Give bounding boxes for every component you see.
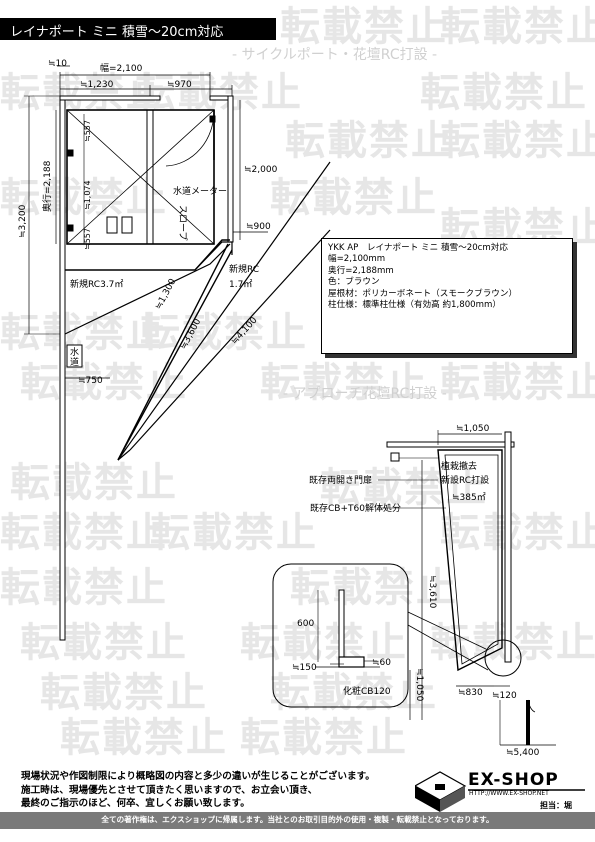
new-rc-label: 新規RC: [229, 263, 259, 275]
logo-name: EX-SHOP: [468, 770, 559, 790]
area-label: ≒385㎡: [452, 492, 486, 503]
block-label: 化粧CB120: [343, 685, 391, 697]
approach-right-wall: [504, 431, 512, 663]
new-rc-area-outline: [65, 239, 230, 271]
approach-top-wall: [386, 441, 515, 448]
new-rc-area-label: 1.7㎡: [229, 279, 252, 290]
dim-label-150: ≒150: [292, 663, 317, 673]
dim-label-1230: ≒1,230: [80, 80, 114, 90]
water-meter-box: [106, 216, 118, 234]
page-title: レイナポート ミニ 積雪～20cm対応: [10, 25, 224, 40]
wall-demolish-label: 既存CB+T60解体処分: [310, 502, 401, 514]
section-title-approach: - アプローチ花壇RC打設 -: [283, 386, 447, 402]
detail-callout-circle: [484, 639, 522, 677]
dim-label-900: ≒900: [246, 222, 271, 232]
walkway-edge: [64, 243, 231, 335]
water-meter-box: [121, 216, 133, 234]
inner-post: [146, 109, 154, 245]
planter-outline: [437, 449, 503, 672]
walkway-edge: [117, 161, 331, 461]
spec-color: 色：ブラウン: [328, 277, 380, 288]
top-wall-left: [59, 95, 161, 101]
water-label: 水: [70, 346, 79, 358]
detail-block: [338, 656, 365, 668]
dim-label-1050b: ≒1,050: [414, 668, 424, 702]
dim-label-970: ≒970: [167, 80, 192, 90]
dim-label-1050: ≒1,050: [456, 424, 490, 434]
spec-width: 幅=2,100mm: [328, 254, 386, 265]
post-marker: [67, 149, 74, 157]
dim-label-2000: ≒2,000: [244, 165, 278, 175]
dim-label-5400: ≒5,400: [506, 748, 540, 758]
staff-label: 担当：堀: [540, 801, 572, 810]
dim-label-1074: ≒1,074: [83, 180, 92, 210]
callout-line: [407, 624, 489, 671]
walkway-edge: [117, 243, 229, 461]
dim-label-557b: ≒557: [83, 228, 92, 250]
slope-outline: [194, 241, 233, 271]
dim-label-10: ≒10: [48, 59, 67, 69]
dim-label-1300: ≒1,300: [154, 277, 179, 311]
dim-label-120: ≒120: [492, 691, 517, 701]
dim-label-width: 幅=2,100: [100, 62, 143, 74]
new-rc-label: 新規RC3.7㎡: [70, 278, 123, 290]
water-label: 道: [70, 356, 79, 368]
dim-label-557a: ≒557: [83, 120, 92, 142]
carport-roof-outline: [66, 109, 215, 245]
detail-wall: [338, 589, 345, 663]
dim-label-3200: ≒3,200: [18, 204, 28, 238]
water-box: [66, 344, 83, 368]
slope-label: スロープ: [177, 205, 188, 240]
note-line: 施工時は、現場優先とさせて頂きたく思いますので、お立会い頂き、: [21, 784, 318, 796]
logo-url: HTTP://WWW.EX-SHOP.NET: [469, 790, 549, 797]
notes: 現場状況や作図制限により概略図の内容と多少の違いが生じることがございます。 施工…: [21, 770, 375, 811]
footer-bar: [0, 812, 595, 829]
gate-post: [390, 452, 400, 462]
walkway-edge: [129, 229, 331, 451]
note-line: 現場状況や作図制限により概略図の内容と多少の違いが生じることがございます。: [21, 771, 375, 782]
water-meter-label: 水道メーター: [173, 185, 227, 197]
spec-roof: 屋根材：ポリカーボネート（スモークブラウン）: [328, 288, 518, 299]
gate-label: 既存両開き門扉: [309, 474, 372, 486]
dim-label-4100: ≒4,100: [230, 315, 260, 347]
footer-text: 全ての著作権は、エクスショップに帰属します。当社とのお取引目的外の使用・複製・転…: [101, 815, 494, 824]
detail-box: [272, 563, 409, 708]
post-marker: [67, 224, 74, 232]
planter-new-rc-label: 新設RC打設: [441, 474, 489, 486]
post-marker: [209, 115, 216, 123]
spec-box: YKK AP レイナポート ミニ 積雪～20cm対応 幅=2,100mm 奥行=…: [321, 238, 573, 354]
spec-post: 柱仕様：標準柱仕様（有効高 約1,800mm）: [328, 300, 501, 311]
exshop-logo-icon: [415, 771, 585, 812]
title-bar: [0, 18, 276, 40]
callout-line: [407, 611, 489, 651]
note-line: 最終のご指示のほど、何卒、宜しくお願い致します。: [21, 798, 250, 809]
planter-remove-label: 植栽撤去: [441, 460, 477, 472]
dim-label-830: ≒830: [458, 688, 483, 698]
dim-label-750: ≒750: [78, 376, 103, 386]
left-boundary-wall: [59, 95, 66, 641]
spec-depth: 奥行=2,188mm: [328, 265, 394, 276]
dim-label-depth: 奥行=2,188: [41, 160, 53, 212]
dim-label-60: ≒60: [372, 658, 391, 668]
dim-label-3610: ≒3,610: [427, 575, 437, 609]
section-title-cycle-port: - サイクルポート・花壇RC打設 -: [232, 47, 438, 63]
door-swing-arc: [165, 109, 215, 167]
spec-model: YKK AP レイナポート ミニ 積雪～20cm対応: [328, 243, 508, 253]
carport-roof-diagonal: [66, 109, 215, 245]
dim-label-600: 600: [297, 619, 314, 629]
walkway-edge: [117, 249, 233, 461]
right-wall: [227, 95, 234, 243]
